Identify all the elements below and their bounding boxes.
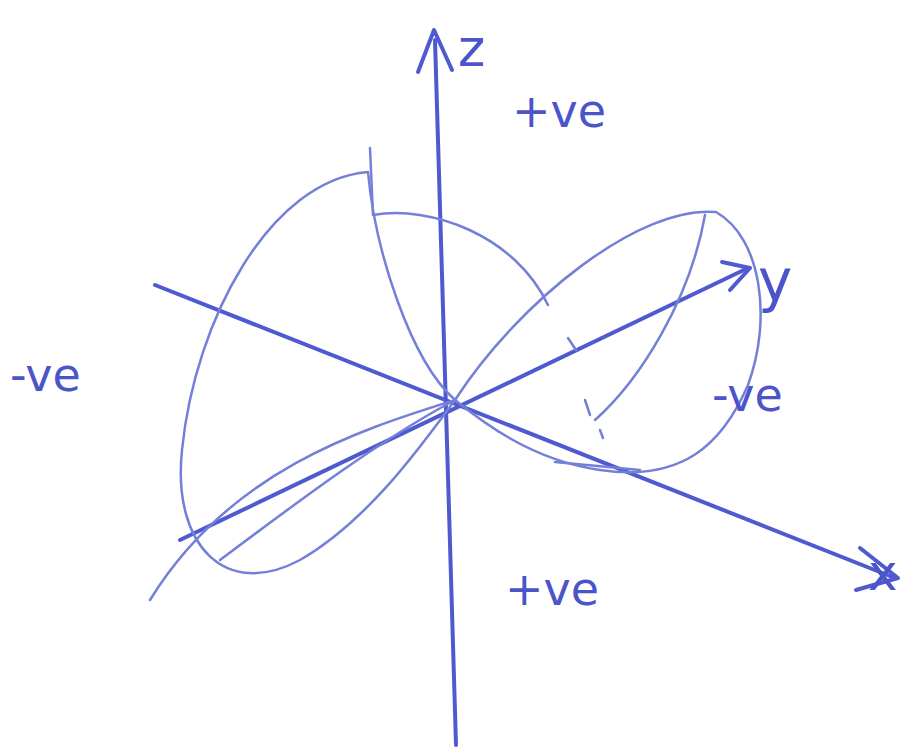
orbital-lobe — [150, 400, 455, 600]
z-axis — [435, 40, 456, 745]
axis-sign-label: +ve — [512, 88, 606, 134]
orbital-lobe — [370, 148, 548, 305]
orbital-lobe — [595, 215, 705, 420]
axis-sign-label: y — [758, 252, 792, 310]
x-axis — [155, 285, 895, 578]
orbital-lobe — [181, 172, 455, 573]
y-axis — [180, 268, 748, 540]
axis-sign-label: -ve — [10, 352, 81, 398]
orbital-lobe — [220, 400, 455, 560]
axis-sign-label: -ve — [712, 372, 783, 418]
orbital-lobe — [455, 212, 761, 473]
axis-sign-label: x — [868, 548, 898, 598]
axis-sign-label: z — [458, 22, 485, 74]
axis-sign-label: +ve — [505, 566, 599, 612]
z-arrowhead — [418, 30, 452, 72]
y-arrowhead — [722, 262, 750, 290]
sketch-marks — [555, 338, 640, 470]
